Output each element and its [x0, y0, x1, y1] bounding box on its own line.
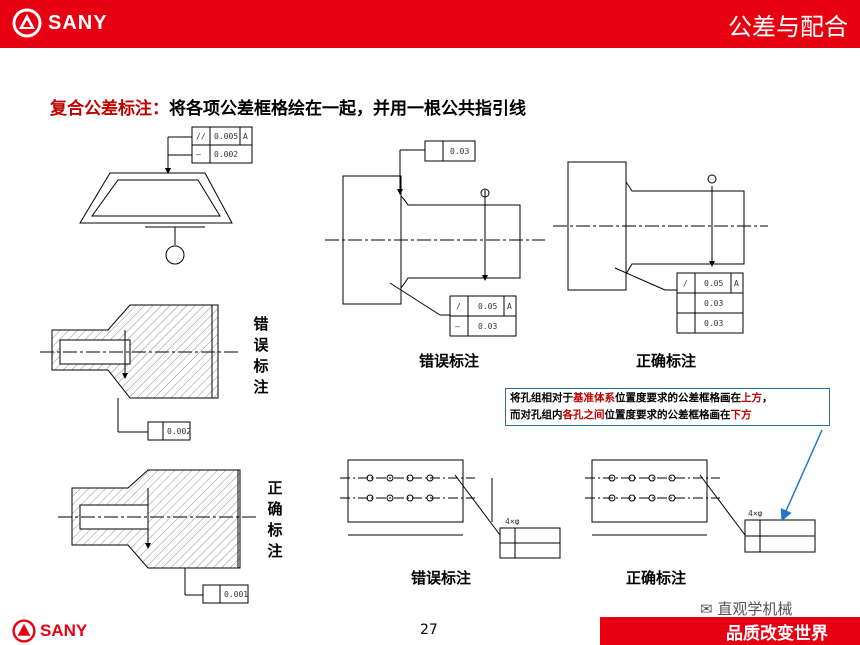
f5-sym: —	[455, 322, 460, 331]
label-wrong-bottom: 错误标注	[411, 569, 472, 587]
label-right-bottom: 正确标注	[626, 569, 687, 587]
watermark: ✉ 直观学机械	[700, 598, 792, 619]
f1-val: 0.005	[214, 132, 238, 141]
f2-sym: —	[196, 150, 201, 159]
footer-brand: SANY	[40, 621, 88, 640]
note-text: ，	[762, 392, 773, 404]
drawing-trapezoid	[79, 136, 233, 265]
drawing-holes-right	[585, 459, 746, 536]
explanation-note: 将孔组相对于基准体系位置度要求的公差框格画在上方， 而对孔组内各孔之间位置度要求…	[505, 388, 830, 426]
page-number: 27	[420, 622, 438, 638]
drawing-hatched-wrong	[40, 304, 238, 433]
label-right-top: 正确标注	[636, 352, 697, 370]
frame-straightness-1	[147, 421, 191, 441]
slogan: 品质改变世界	[726, 624, 828, 644]
header-bar: SANY 公差与配合	[0, 0, 860, 48]
watermark-text: 直观学机械	[717, 600, 793, 618]
frame-flatness-wrong	[424, 140, 476, 162]
drawing-hatched-right	[58, 469, 258, 596]
note-highlight: 各孔之间	[562, 409, 605, 421]
frame-composite-right	[676, 272, 744, 334]
vlabel-wrong-char: 错	[253, 315, 269, 333]
note-highlight: 上方	[741, 392, 762, 404]
hole-label-wrong: 4×φ	[505, 517, 520, 526]
brand-name: SANY	[48, 11, 108, 34]
section-heading: 复合公差标注：将各项公差框格绘在一起，并用一根公共指引线	[50, 94, 526, 119]
vlabel-right: 正 确 标 注	[266, 478, 284, 562]
vlabel-right-char: 标	[267, 521, 283, 539]
note-text: 将孔组相对于	[510, 392, 573, 404]
wechat-icon: ✉	[700, 600, 713, 618]
drawing-shaft-wrong	[325, 149, 545, 316]
f6-val: 0.05	[704, 279, 723, 288]
vlabel-wrong-char: 注	[253, 378, 269, 396]
brand-logo: SANY	[12, 8, 108, 38]
f3-val: 0.03	[450, 147, 469, 156]
f4-sym: /	[456, 302, 461, 311]
vlabel-right-char: 正	[267, 479, 283, 497]
f1-ref: A	[243, 132, 248, 141]
label-wrong-top: 错误标注	[419, 352, 480, 370]
note-line-1: 将孔组相对于基准体系位置度要求的公差框格画在上方，	[510, 390, 825, 407]
note-text: 位置度要求的公差框格画在	[615, 392, 741, 404]
f6-sym: /	[683, 279, 688, 288]
vlabel-right-char: 注	[267, 542, 283, 560]
f7-val: 0.03	[704, 299, 723, 308]
vlabel-wrong-char: 误	[253, 336, 269, 354]
heading-text: 将各项公差框格绘在一起，并用一根公共指引线	[169, 99, 526, 119]
note-text: 而对孔组内	[510, 409, 563, 421]
frame-position-right	[744, 519, 816, 553]
vlabel-right-char: 确	[267, 500, 283, 518]
f6-ref: A	[734, 279, 739, 288]
drawing-shaft-right	[553, 161, 768, 291]
f5-val: 0.03	[478, 322, 497, 331]
footer-logo: SANY	[0, 617, 130, 645]
note-highlight: 基准体系	[573, 392, 615, 404]
note-highlight: 下方	[730, 409, 752, 421]
note-line-2: 而对孔组内各孔之间位置度要求的公差框格画在下方	[510, 407, 825, 424]
frame-straightness-2	[202, 584, 249, 604]
page-title: 公差与配合	[728, 13, 848, 41]
vlabel-wrong: 错 误 标 注	[252, 314, 270, 398]
note-text: 位置度要求的公差框格画在	[604, 409, 731, 421]
frame-position-wrong	[499, 527, 561, 559]
f4-ref: A	[507, 302, 512, 311]
drawing-holes-wrong	[340, 459, 501, 536]
f10-val: 0.001	[224, 590, 248, 599]
f1-sym: //	[196, 132, 206, 141]
f2-val: 0.002	[214, 150, 238, 159]
f4-val: 0.05	[478, 302, 497, 311]
drawing-canvas: // 0.005 A — 0.002 0.03 / 0.05 A — 0.03 …	[40, 126, 823, 604]
frame-composite-1	[191, 126, 253, 164]
vlabel-wrong-char: 标	[253, 357, 269, 375]
f9-val: 0.002	[167, 427, 191, 436]
heading-prefix: 复合公差标注：	[50, 99, 169, 119]
sany-logo-icon	[12, 8, 42, 38]
hole-label-right: 4×φ	[748, 509, 763, 518]
frame-composite-wrong	[449, 295, 517, 337]
note-pointer-arrow	[780, 429, 823, 522]
footer-red-band	[600, 617, 860, 645]
f8-val: 0.03	[704, 319, 723, 328]
sany-logo-icon	[12, 619, 36, 643]
